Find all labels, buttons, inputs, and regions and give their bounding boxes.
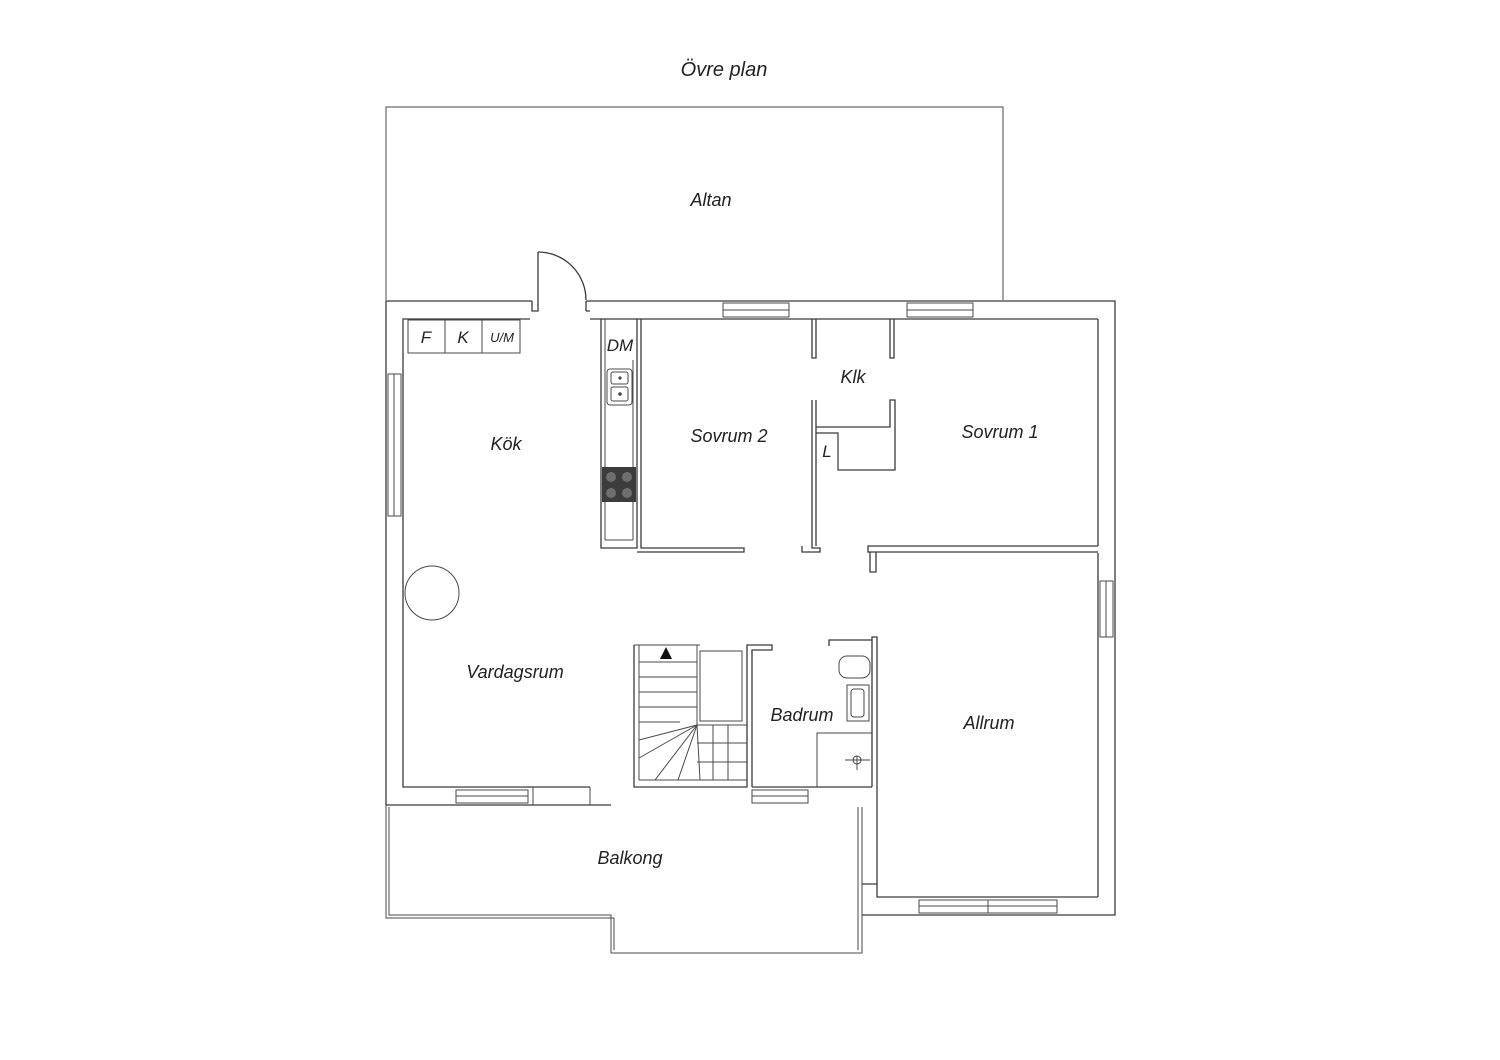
room-label-allrum: Allrum xyxy=(962,713,1014,733)
freezer-label: K xyxy=(457,328,469,347)
windows xyxy=(387,302,1114,914)
staircase xyxy=(633,644,773,788)
oven-microwave-label: U/M xyxy=(490,330,514,345)
room-label-altan: Altan xyxy=(689,190,731,210)
room-label-klk: Klk xyxy=(840,367,866,387)
toilet-icon xyxy=(838,655,871,679)
sovrum1-walls xyxy=(867,545,1098,573)
fridge-label: F xyxy=(421,328,433,347)
outer-walls xyxy=(385,300,1116,916)
badrum-walls xyxy=(752,636,878,825)
room-label-balkong: Balkong xyxy=(597,848,662,868)
dishwasher-label: DM xyxy=(607,336,634,355)
plan-title: Övre plan xyxy=(681,59,768,81)
kitchen-appliances: F K U/M xyxy=(407,319,521,354)
balkong-outline xyxy=(385,787,863,954)
stove-icon xyxy=(602,467,636,502)
room-label-badrum: Badrum xyxy=(770,705,833,725)
altan-door xyxy=(531,251,590,312)
room-label-vardagsrum: Vardagsrum xyxy=(466,662,563,682)
sovrum2-walls xyxy=(637,319,821,553)
altan-outline xyxy=(385,106,1004,300)
room-label-sovrum2: Sovrum 2 xyxy=(690,426,767,446)
linen-label: L xyxy=(822,442,831,461)
room-label-sovrum1: Sovrum 1 xyxy=(961,422,1038,442)
kitchen-counter: DM xyxy=(600,319,638,549)
stair-up-arrow-icon xyxy=(660,647,672,659)
round-table-icon xyxy=(404,565,460,621)
room-label-kok: Kök xyxy=(490,434,522,454)
closet-walls: L xyxy=(816,319,896,471)
